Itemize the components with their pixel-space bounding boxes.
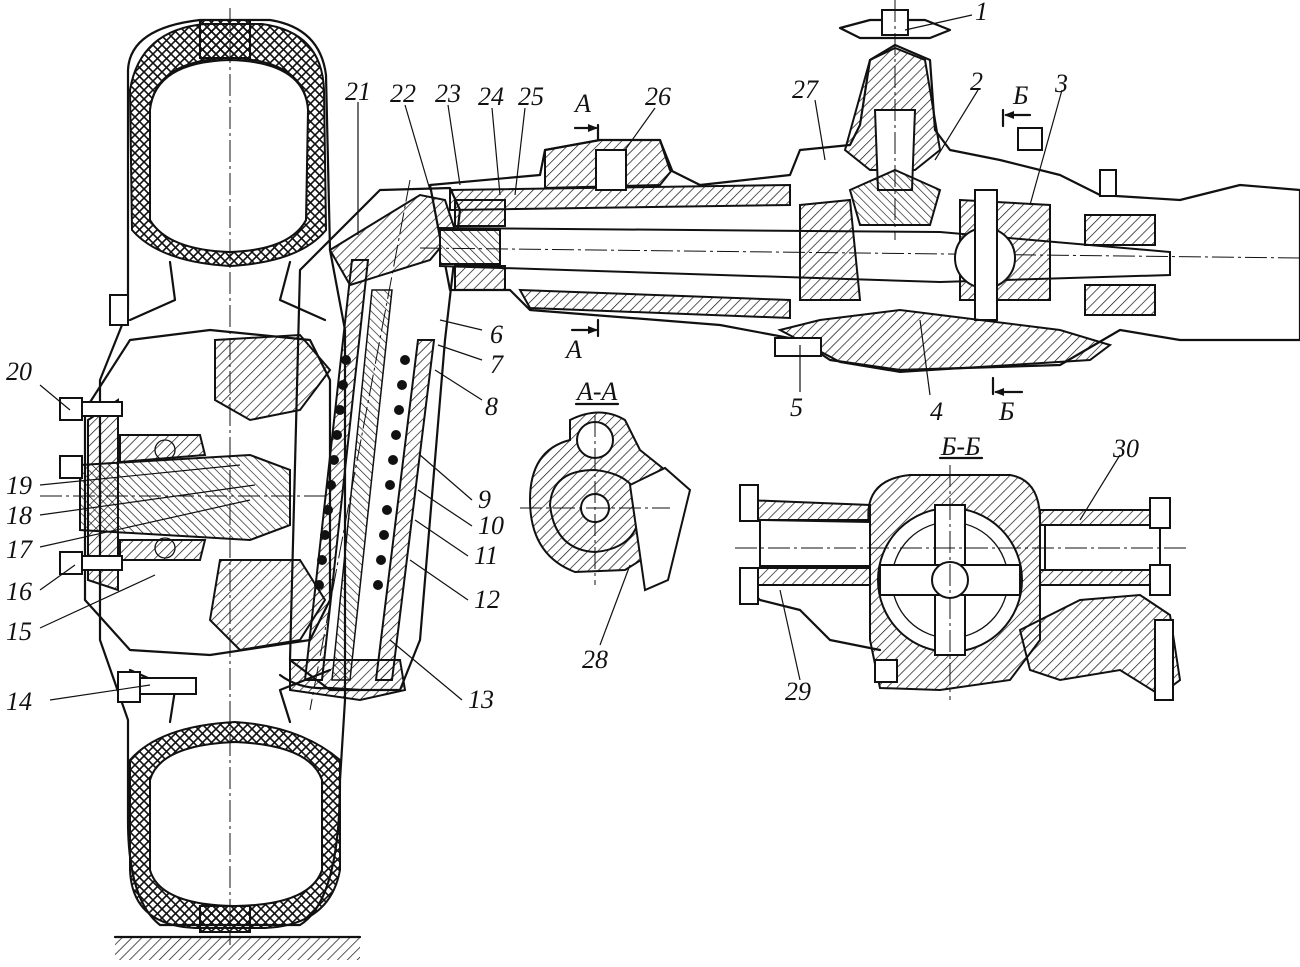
differential	[774, 0, 1156, 374]
callout-4: 4	[930, 397, 943, 426]
callout-2: 2	[970, 67, 983, 96]
wheel-tyre	[98, 8, 347, 945]
leader-lines	[39, 14, 1121, 701]
callout-17: 17	[6, 535, 33, 564]
callout-12: 12	[474, 585, 500, 614]
callout-22: 22	[390, 79, 416, 108]
section-mark-b-top: Б	[1012, 81, 1028, 110]
section-a-a	[520, 402, 692, 592]
callout-24: 24	[478, 82, 504, 111]
section-mark-a-top: А	[573, 89, 591, 118]
coil-spring	[314, 355, 410, 590]
callout-30: 30	[1112, 434, 1139, 463]
callout-23: 23	[435, 79, 461, 108]
callout-3: 3	[1054, 69, 1068, 98]
callout-8: 8	[485, 392, 498, 421]
callout-29: 29	[785, 677, 811, 706]
section-mark-a-bottom: А	[564, 335, 582, 364]
callout-16: 16	[6, 577, 32, 606]
callout-6: 6	[490, 320, 503, 349]
callout-21: 21	[345, 77, 371, 106]
callout-1: 1	[975, 0, 988, 26]
section-title-b-b: Б-Б	[940, 432, 980, 461]
callout-18: 18	[6, 501, 32, 530]
kingpin-housing	[278, 179, 462, 711]
callout-13: 13	[468, 685, 494, 714]
section-markers	[570, 108, 1032, 396]
callout-labels: 1 2 3 4 5 6 7 8 9 10 11 12 13 14 15 16 1…	[6, 0, 1139, 716]
callout-27: 27	[792, 75, 819, 104]
callout-14: 14	[6, 687, 32, 716]
callout-10: 10	[478, 511, 504, 540]
callout-11: 11	[474, 541, 498, 570]
section-title-a-a: А-А	[575, 377, 618, 406]
section-labels: А-А Б-Б А А Б Б	[564, 81, 1028, 461]
callout-28: 28	[582, 645, 608, 674]
section-mark-b-bottom: Б	[998, 397, 1014, 426]
callout-9: 9	[478, 485, 491, 514]
callout-20: 20	[6, 357, 32, 386]
ground	[113, 935, 362, 960]
wheel-hub	[40, 294, 332, 703]
callout-25: 25	[518, 82, 544, 111]
callout-5: 5	[790, 393, 803, 422]
callout-15: 15	[6, 617, 32, 646]
callout-7: 7	[490, 350, 504, 379]
callout-26: 26	[645, 82, 671, 111]
section-b-b	[735, 456, 1190, 701]
callout-19: 19	[6, 471, 32, 500]
